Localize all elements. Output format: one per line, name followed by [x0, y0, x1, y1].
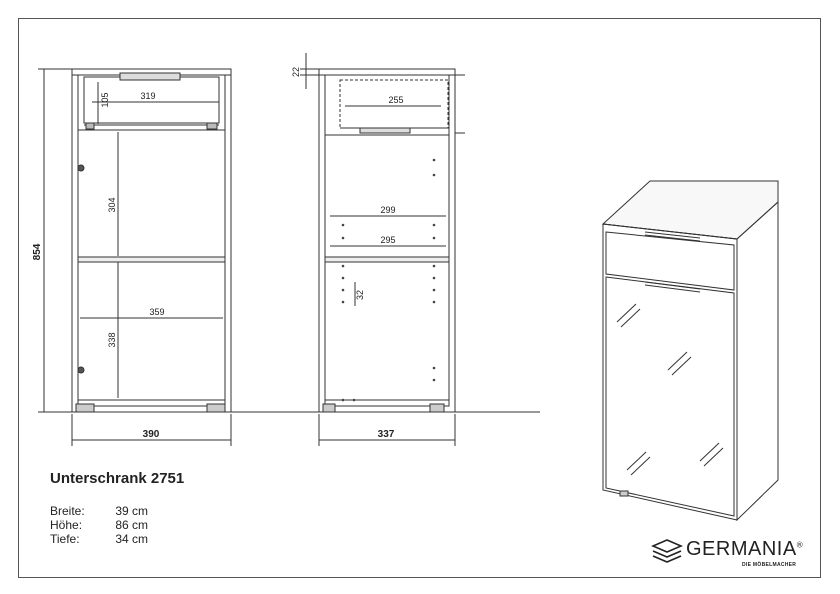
spec-row-height: Höhe: 86 cm	[50, 518, 148, 532]
shelf-holes	[341, 158, 436, 402]
spec-label: Höhe:	[50, 518, 83, 532]
front-shelf	[77, 256, 226, 263]
perspective-view	[601, 180, 779, 522]
spec-label: Breite:	[50, 504, 85, 518]
dim-shelf-depth-lower: 295	[380, 235, 395, 245]
front-foot-right	[206, 403, 226, 413]
spec-row-width: Breite: 39 cm	[50, 504, 148, 518]
stacked-layers-icon	[651, 539, 683, 563]
perspective-door	[605, 276, 735, 517]
spec-row-depth: Tiefe: 34 cm	[50, 532, 148, 546]
front-surface	[602, 223, 738, 521]
dim-drawer-inner-width: 319	[140, 91, 155, 101]
front-foot-left	[75, 403, 95, 413]
product-title: Unterschrank 2751	[50, 470, 185, 487]
registered-mark: ®	[796, 540, 804, 550]
dim-hole-spacing: 32	[355, 290, 365, 300]
brand-logo: GERMANIA®	[686, 538, 803, 561]
brand-name: GERMANIA	[686, 538, 797, 560]
hinge-icon	[77, 164, 85, 172]
side-surface	[736, 200, 779, 522]
hinge-icon	[77, 366, 85, 374]
dim-depth: 337	[378, 429, 395, 440]
dim-drawer-inner-height: 105	[100, 92, 110, 107]
dim-shelf-depth-upper: 299	[380, 205, 395, 215]
spec-value: 34 cm	[115, 532, 148, 546]
brand-tagline: DIE MÖBELMACHER	[742, 562, 797, 568]
front-outline	[71, 68, 232, 413]
front-view	[38, 68, 232, 446]
drawer-handle	[119, 72, 181, 81]
perspective-drawer	[605, 231, 735, 291]
top-surface	[601, 180, 779, 240]
spec-label: Tiefe:	[50, 532, 80, 546]
dim-drawer-depth: 255	[388, 95, 403, 105]
side-outline	[318, 68, 456, 413]
dim-width: 390	[143, 429, 160, 440]
dim-inner-width: 359	[149, 307, 164, 317]
spec-value: 39 cm	[115, 504, 148, 518]
dim-total-height: 854	[32, 243, 43, 260]
dim-lower-compartment: 338	[107, 332, 117, 347]
drawing-frame	[18, 18, 821, 578]
side-shelf	[324, 256, 450, 263]
dim-upper-compartment: 304	[107, 197, 117, 212]
dim-top-thickness: 22	[291, 67, 301, 77]
side-view	[300, 53, 465, 446]
spec-value: 86 cm	[115, 518, 148, 532]
